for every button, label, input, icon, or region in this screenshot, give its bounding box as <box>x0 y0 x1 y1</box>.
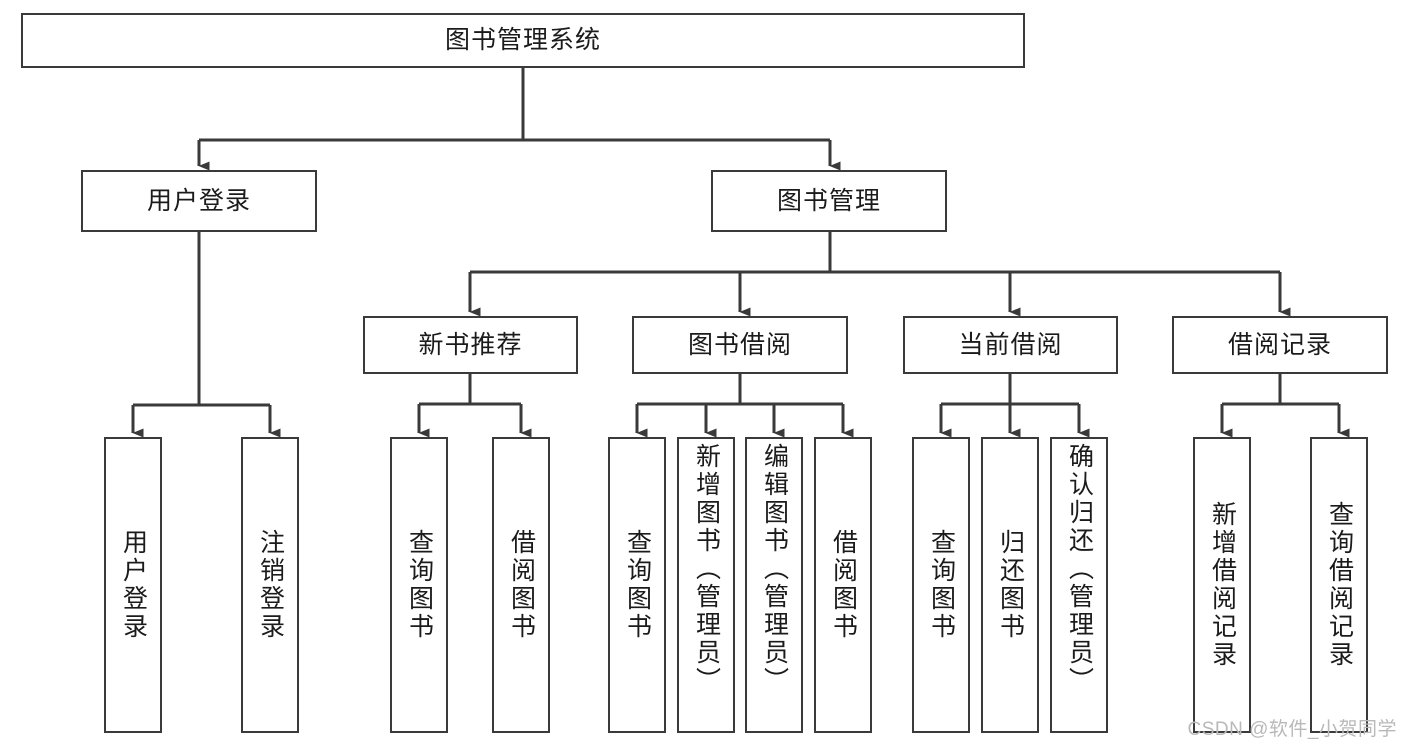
leaf-add-borrow-record[interactable]: 新增借阅记录 <box>1193 437 1251 733</box>
node-borrow-record[interactable]: 借阅记录 <box>1172 316 1388 374</box>
node-new-book-recommend-label: 新书推荐 <box>418 330 523 359</box>
leaf-borrow-book-2-label: 借阅图书 <box>829 529 858 641</box>
leaf-confirm-return-admin-label: 确认归还（管理员） <box>1065 443 1094 695</box>
leaf-edit-book-admin[interactable]: 编辑图书（管理员） <box>745 437 803 733</box>
leaf-borrow-book-2[interactable]: 借阅图书 <box>814 437 872 733</box>
node-user-login-label: 用户登录 <box>146 186 251 215</box>
node-root-label: 图书管理系统 <box>444 26 601 54</box>
node-book-borrow-label: 图书借阅 <box>687 330 792 359</box>
leaf-query-borrow-record-label: 查询借阅记录 <box>1325 501 1354 669</box>
leaf-add-book-admin[interactable]: 新增图书（管理员） <box>677 437 735 733</box>
leaf-query-book-1-label: 查询图书 <box>405 529 434 641</box>
node-book-borrow[interactable]: 图书借阅 <box>632 316 848 374</box>
watermark-text: CSDN @软件_小贺同学 <box>1187 719 1397 740</box>
leaf-edit-book-admin-label: 编辑图书（管理员） <box>760 443 789 695</box>
leaf-query-book-2-label: 查询图书 <box>623 529 652 641</box>
leaf-user-logout-label: 注销登录 <box>256 529 285 641</box>
leaf-confirm-return-admin[interactable]: 确认归还（管理员） <box>1050 437 1108 733</box>
node-current-borrow[interactable]: 当前借阅 <box>903 316 1118 374</box>
node-borrow-record-label: 借阅记录 <box>1227 330 1332 359</box>
node-book-management-label: 图书管理 <box>776 186 881 215</box>
leaf-return-book-label: 归还图书 <box>996 529 1025 641</box>
node-root-book-management-system[interactable]: 图书管理系统 <box>21 13 1025 68</box>
leaf-return-book[interactable]: 归还图书 <box>981 437 1039 733</box>
leaf-user-logout[interactable]: 注销登录 <box>241 437 299 733</box>
leaf-add-borrow-record-label: 新增借阅记录 <box>1208 501 1237 669</box>
leaf-query-borrow-record[interactable]: 查询借阅记录 <box>1310 437 1368 733</box>
leaf-query-book-2[interactable]: 查询图书 <box>608 437 666 733</box>
leaf-query-book-3-label: 查询图书 <box>927 529 956 641</box>
leaf-query-book-3[interactable]: 查询图书 <box>912 437 970 733</box>
node-new-book-recommend[interactable]: 新书推荐 <box>363 316 578 374</box>
leaf-query-book-1[interactable]: 查询图书 <box>390 437 448 733</box>
leaf-borrow-book-1-label: 借阅图书 <box>507 529 536 641</box>
node-current-borrow-label: 当前借阅 <box>958 330 1063 359</box>
leaf-add-book-admin-label: 新增图书（管理员） <box>692 443 721 695</box>
leaf-user-login[interactable]: 用户登录 <box>104 437 162 733</box>
leaf-user-login-label: 用户登录 <box>119 529 148 641</box>
node-book-management[interactable]: 图书管理 <box>711 170 947 232</box>
node-user-login[interactable]: 用户登录 <box>81 170 317 232</box>
leaf-borrow-book-1[interactable]: 借阅图书 <box>492 437 550 733</box>
